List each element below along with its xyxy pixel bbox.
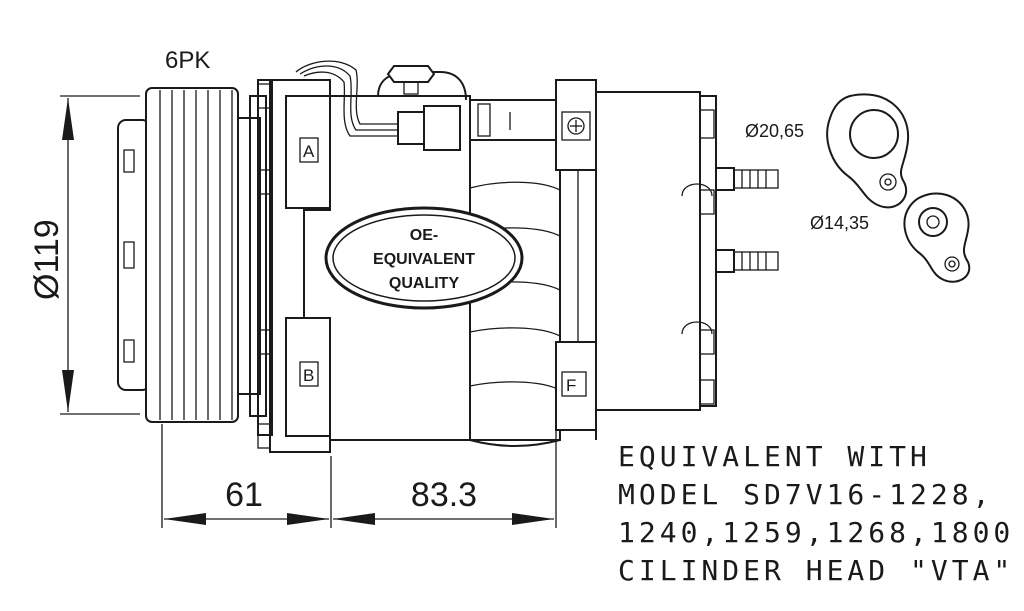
dimension-61-label: 61	[225, 476, 263, 514]
pulley	[117, 79, 273, 436]
port-a-label: A	[303, 142, 315, 161]
badge-line-1: OE-	[410, 227, 438, 244]
pulley-diameter-dimension: Ø119	[28, 95, 140, 415]
note-line-2: MODEL SD7V16-1228,	[618, 478, 993, 511]
note-line-3: 1240,1259,1268,1800	[618, 516, 1014, 549]
badge-line-2: EQUIVALENT	[373, 251, 475, 268]
belt-profile-label: 6PK	[165, 47, 210, 74]
port-b-label: B	[303, 366, 314, 385]
note-line-4: CILINDER HEAD "VTA"	[618, 554, 1014, 587]
note-line-1: EQUIVALENT WITH	[618, 440, 931, 473]
badge-line-3: QUALITY	[389, 275, 460, 292]
seal-large-diameter-label: Ø20,65	[745, 121, 804, 141]
rear-head: F	[555, 91, 779, 440]
pulley-diameter-label: Ø119	[28, 219, 66, 300]
front-head: A B	[257, 79, 331, 453]
electrical-connector	[295, 60, 597, 171]
port-f-label: F	[566, 376, 576, 395]
oe-equivalent-quality-badge: OE- EQUIVALENT QUALITY	[324, 206, 524, 310]
seal-small-diameter-label: Ø14,35	[810, 213, 869, 233]
dimension-83-3-label: 83.3	[411, 476, 477, 514]
seal-large	[826, 93, 910, 209]
length-dimensions: 61 83.3	[161, 424, 557, 528]
equivalence-note: EQUIVALENT WITH MODEL SD7V16-1228, 1240,…	[618, 440, 1014, 587]
seal-small	[903, 192, 971, 283]
